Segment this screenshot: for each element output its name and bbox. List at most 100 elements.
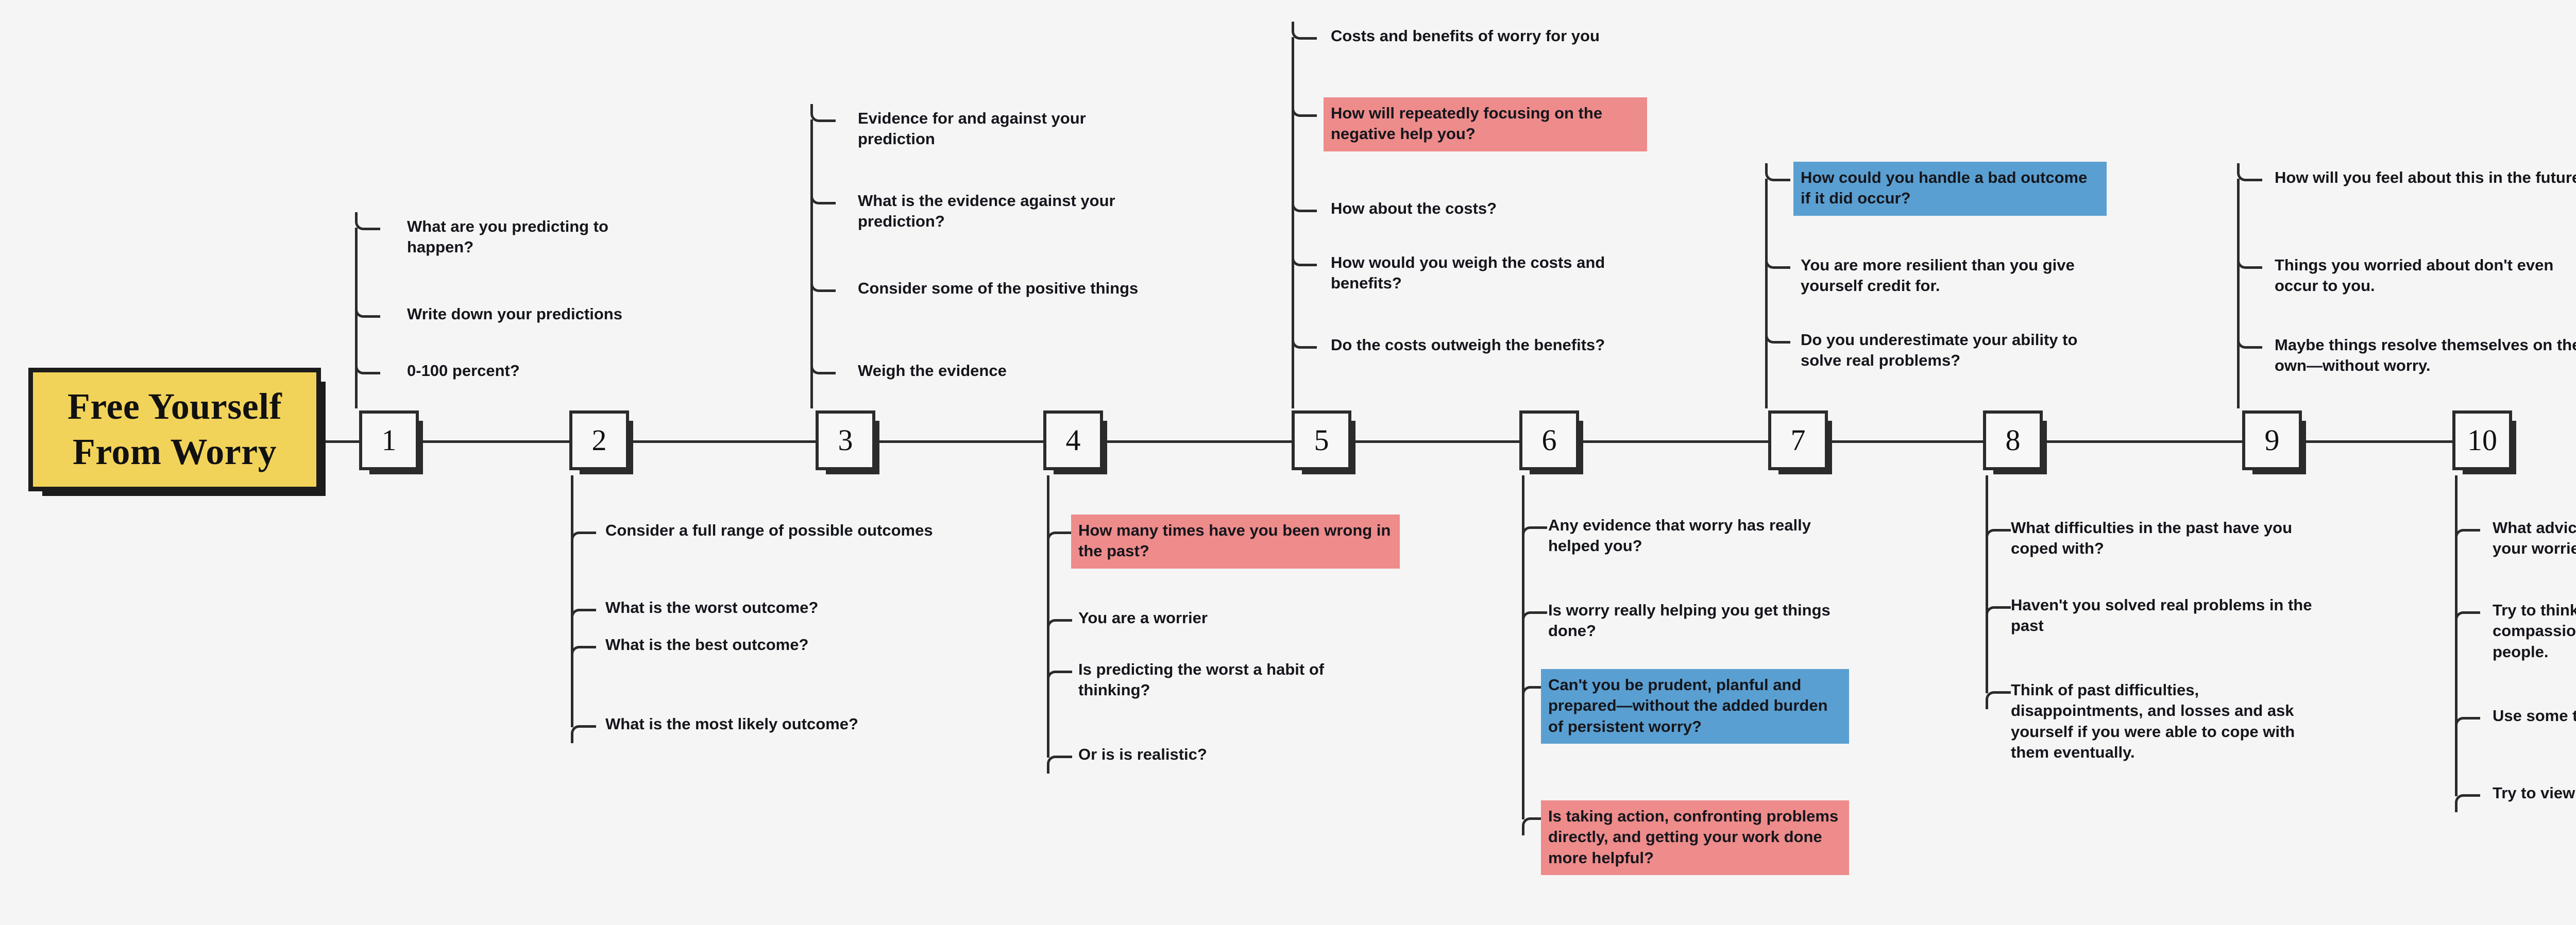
- branch-connector: [1292, 194, 1317, 212]
- branch-connector: [1047, 532, 1072, 550]
- branch-connector: [355, 212, 380, 230]
- leaf-text: Evidence for and against your prediction: [858, 109, 1086, 148]
- branch-connector: [1765, 163, 1790, 181]
- leaf-text: You are more resilient than you give you…: [1801, 256, 2075, 295]
- leaf-text: Or is is realistic?: [1078, 745, 1207, 763]
- branch-connector: [1986, 691, 2011, 709]
- leaf-text: What is the best outcome?: [605, 636, 809, 654]
- node-box-1[interactable]: 1: [359, 410, 419, 470]
- branch-connector: [571, 609, 596, 627]
- branch-connector: [1765, 251, 1790, 269]
- leaf-text: Maybe things resolve themselves on their…: [2275, 336, 2576, 375]
- branch-connector: [810, 274, 836, 292]
- branch-connector: [1522, 611, 1547, 629]
- branch-trunk-5: [1292, 37, 1294, 408]
- title-line-2: From Worry: [72, 431, 277, 472]
- main-spine: [321, 440, 2464, 443]
- leaf-text: Any evidence that worry has really helpe…: [1548, 516, 1811, 555]
- branch-connector: [810, 104, 836, 122]
- branch-trunk-7: [1765, 179, 1768, 408]
- branch-trunk-1: [355, 228, 358, 408]
- leaf-text: Is predicting the worst a habit of think…: [1078, 660, 1325, 699]
- branch-connector: [2455, 717, 2480, 735]
- branch-connector: [1522, 526, 1547, 544]
- branch-connector: [810, 186, 836, 204]
- branch-connector: [2455, 529, 2480, 547]
- leaf-text: Write down your predictions: [407, 305, 622, 323]
- node-box-10[interactable]: 10: [2452, 410, 2512, 470]
- branch-trunk-4: [1047, 475, 1049, 758]
- leaf-text: What difficulties in the past have you c…: [2011, 519, 2293, 558]
- branch-connector: [2237, 163, 2262, 181]
- branch-connector: [1292, 248, 1317, 266]
- branch-connector: [1292, 99, 1317, 117]
- node-box-7[interactable]: 7: [1768, 410, 1828, 470]
- leaf-text: How about the costs?: [1331, 199, 1497, 217]
- node-number: 9: [2264, 423, 2280, 457]
- leaf-text: You are a worrier: [1078, 609, 1208, 627]
- branch-connector: [1986, 529, 2011, 547]
- node-number: 3: [838, 423, 853, 457]
- branch-connector: [571, 532, 596, 550]
- node-number: 7: [1790, 423, 1806, 457]
- branch-connector: [1047, 619, 1072, 637]
- branch-connector: [355, 300, 380, 318]
- branch-trunk-9: [2237, 179, 2240, 408]
- leaf-text: Do you underestimate your ability to sol…: [1801, 331, 2078, 370]
- node-number: 2: [591, 423, 607, 457]
- node-box-6[interactable]: 6: [1519, 410, 1579, 470]
- leaf-text: How will repeatedly focusing on the nega…: [1324, 97, 1647, 151]
- branch-connector: [2237, 251, 2262, 269]
- leaf-text: Think of past difficulties, disappointme…: [2011, 681, 2295, 761]
- leaf-text: Haven't you solved real problems in the …: [2011, 596, 2312, 635]
- title-card: Free Yourself From Worry: [28, 368, 321, 491]
- branch-connector: [571, 646, 596, 664]
- node-box-4[interactable]: 4: [1043, 410, 1103, 470]
- leaf-text: Consider some of the positive things: [858, 279, 1139, 297]
- branch-connector: [1986, 606, 2011, 624]
- leaf-text: What advice would you give a friend with…: [2493, 519, 2576, 558]
- branch-trunk-2: [571, 475, 573, 727]
- leaf-text: Costs and benefits of worry for you: [1331, 27, 1600, 45]
- leaf-text: Try to think of yourself as the compassi…: [2493, 601, 2576, 661]
- leaf-text: Things you worried about don't even occu…: [2275, 256, 2554, 295]
- branch-connector: [1047, 671, 1072, 689]
- leaf-text: What is the most likely outcome?: [605, 715, 858, 733]
- leaf-text: How many times have you been wrong in th…: [1071, 515, 1400, 569]
- node-box-9[interactable]: 9: [2242, 410, 2302, 470]
- node-box-5[interactable]: 5: [1292, 410, 1351, 470]
- branch-trunk-3: [810, 119, 813, 408]
- branch-connector: [355, 356, 380, 374]
- leaf-text: What is the evidence against your predic…: [858, 192, 1115, 231]
- leaf-text: What is the worst outcome?: [605, 598, 819, 616]
- branch-connector: [1047, 756, 1072, 774]
- node-number: 6: [1541, 423, 1557, 457]
- leaf-text: Consider a full range of possible outcom…: [605, 521, 933, 539]
- branch-trunk-10: [2455, 475, 2458, 796]
- branch-connector: [1292, 331, 1317, 349]
- leaf-text: How would you weigh the costs and benefi…: [1331, 253, 1605, 293]
- node-number: 1: [381, 423, 397, 457]
- leaf-text: How will you feel about this in the futu…: [2275, 168, 2576, 186]
- branch-trunk-6: [1522, 475, 1524, 819]
- branch-connector: [1765, 326, 1790, 344]
- branch-connector: [571, 725, 596, 743]
- node-box-3[interactable]: 3: [816, 410, 875, 470]
- leaf-text: Is worry really helping you get things d…: [1548, 601, 1831, 640]
- node-number: 10: [2467, 423, 2497, 457]
- leaf-text: What are you predicting to happen?: [407, 217, 608, 256]
- branch-connector: [2455, 611, 2480, 629]
- branch-trunk-8: [1986, 475, 1988, 693]
- branch-connector: [2237, 331, 2262, 349]
- leaf-text: Try to view things more rationally: [2493, 784, 2576, 802]
- leaf-text: Do the costs outweigh the benefits?: [1331, 336, 1605, 354]
- leaf-text: Use some tools to address the worry: [2493, 707, 2576, 725]
- node-box-8[interactable]: 8: [1983, 410, 2043, 470]
- leaf-text: Is taking action, confronting problems d…: [1541, 800, 1849, 875]
- node-box-2[interactable]: 2: [569, 410, 629, 470]
- leaf-text: Weigh the evidence: [858, 362, 1007, 380]
- branch-connector: [2455, 794, 2480, 812]
- node-number: 8: [2005, 423, 2021, 457]
- branch-connector: [810, 356, 836, 374]
